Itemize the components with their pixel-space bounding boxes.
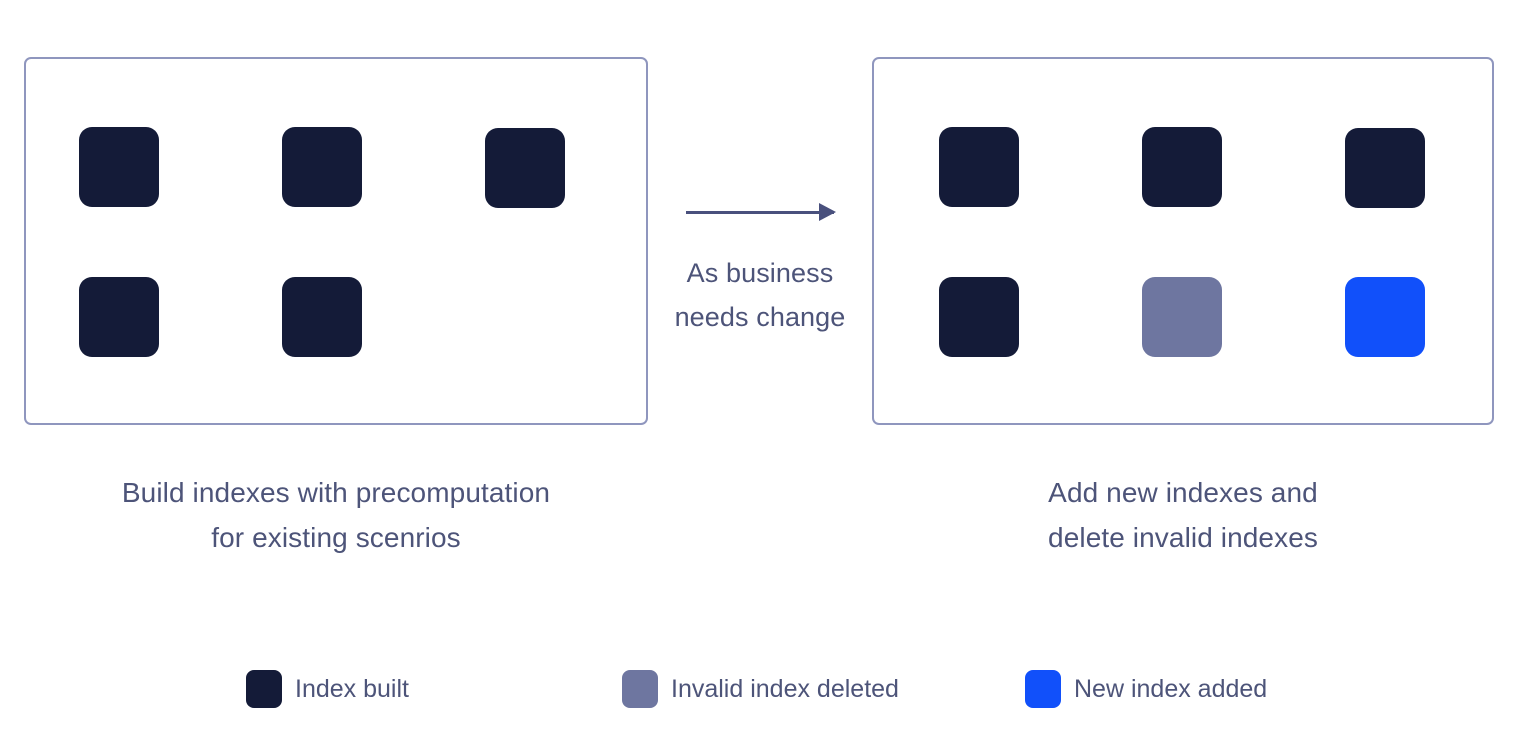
right-state-panel [872,57,1494,425]
index-tile-built [485,128,565,208]
index-tile-invalid-deleted [1142,277,1222,357]
index-tile-built [939,127,1019,207]
transition-label: As business needs change [674,258,846,332]
arrow-right-icon [660,195,860,229]
legend-item-invalid-index-deleted: Invalid index deleted [622,670,899,708]
index-tile-built [79,127,159,207]
index-tile-built [939,277,1019,357]
transition-group: As business needs change [660,195,860,339]
legend-item-new-index-added: New index added [1025,670,1267,708]
legend-label-index-built: Index built [295,675,409,703]
left-state-panel [24,57,648,425]
left-panel-caption: Build indexes with precomputation for ex… [121,477,551,553]
legend-item-index-built: Index built [246,670,409,708]
right-panel-caption: Add new indexes and delete invalid index… [1048,477,1318,553]
legend-label-new-index-added: New index added [1074,675,1268,703]
index-tile-new-added [1345,277,1425,357]
legend-swatch-new-index-added-icon [1025,670,1061,708]
legend: Index built Invalid index deleted New in… [0,670,1514,712]
arrow-shaft [686,203,836,221]
index-tile-built [1142,127,1222,207]
index-tile-built [282,277,362,357]
index-tile-built [1345,128,1425,208]
index-tile-built [79,277,159,357]
arrow-head [819,203,836,221]
legend-swatch-invalid-index-deleted-icon [622,670,658,708]
legend-label-invalid-index-deleted: Invalid index deleted [671,675,899,703]
index-tile-built [282,127,362,207]
legend-swatch-index-built-icon [246,670,282,708]
